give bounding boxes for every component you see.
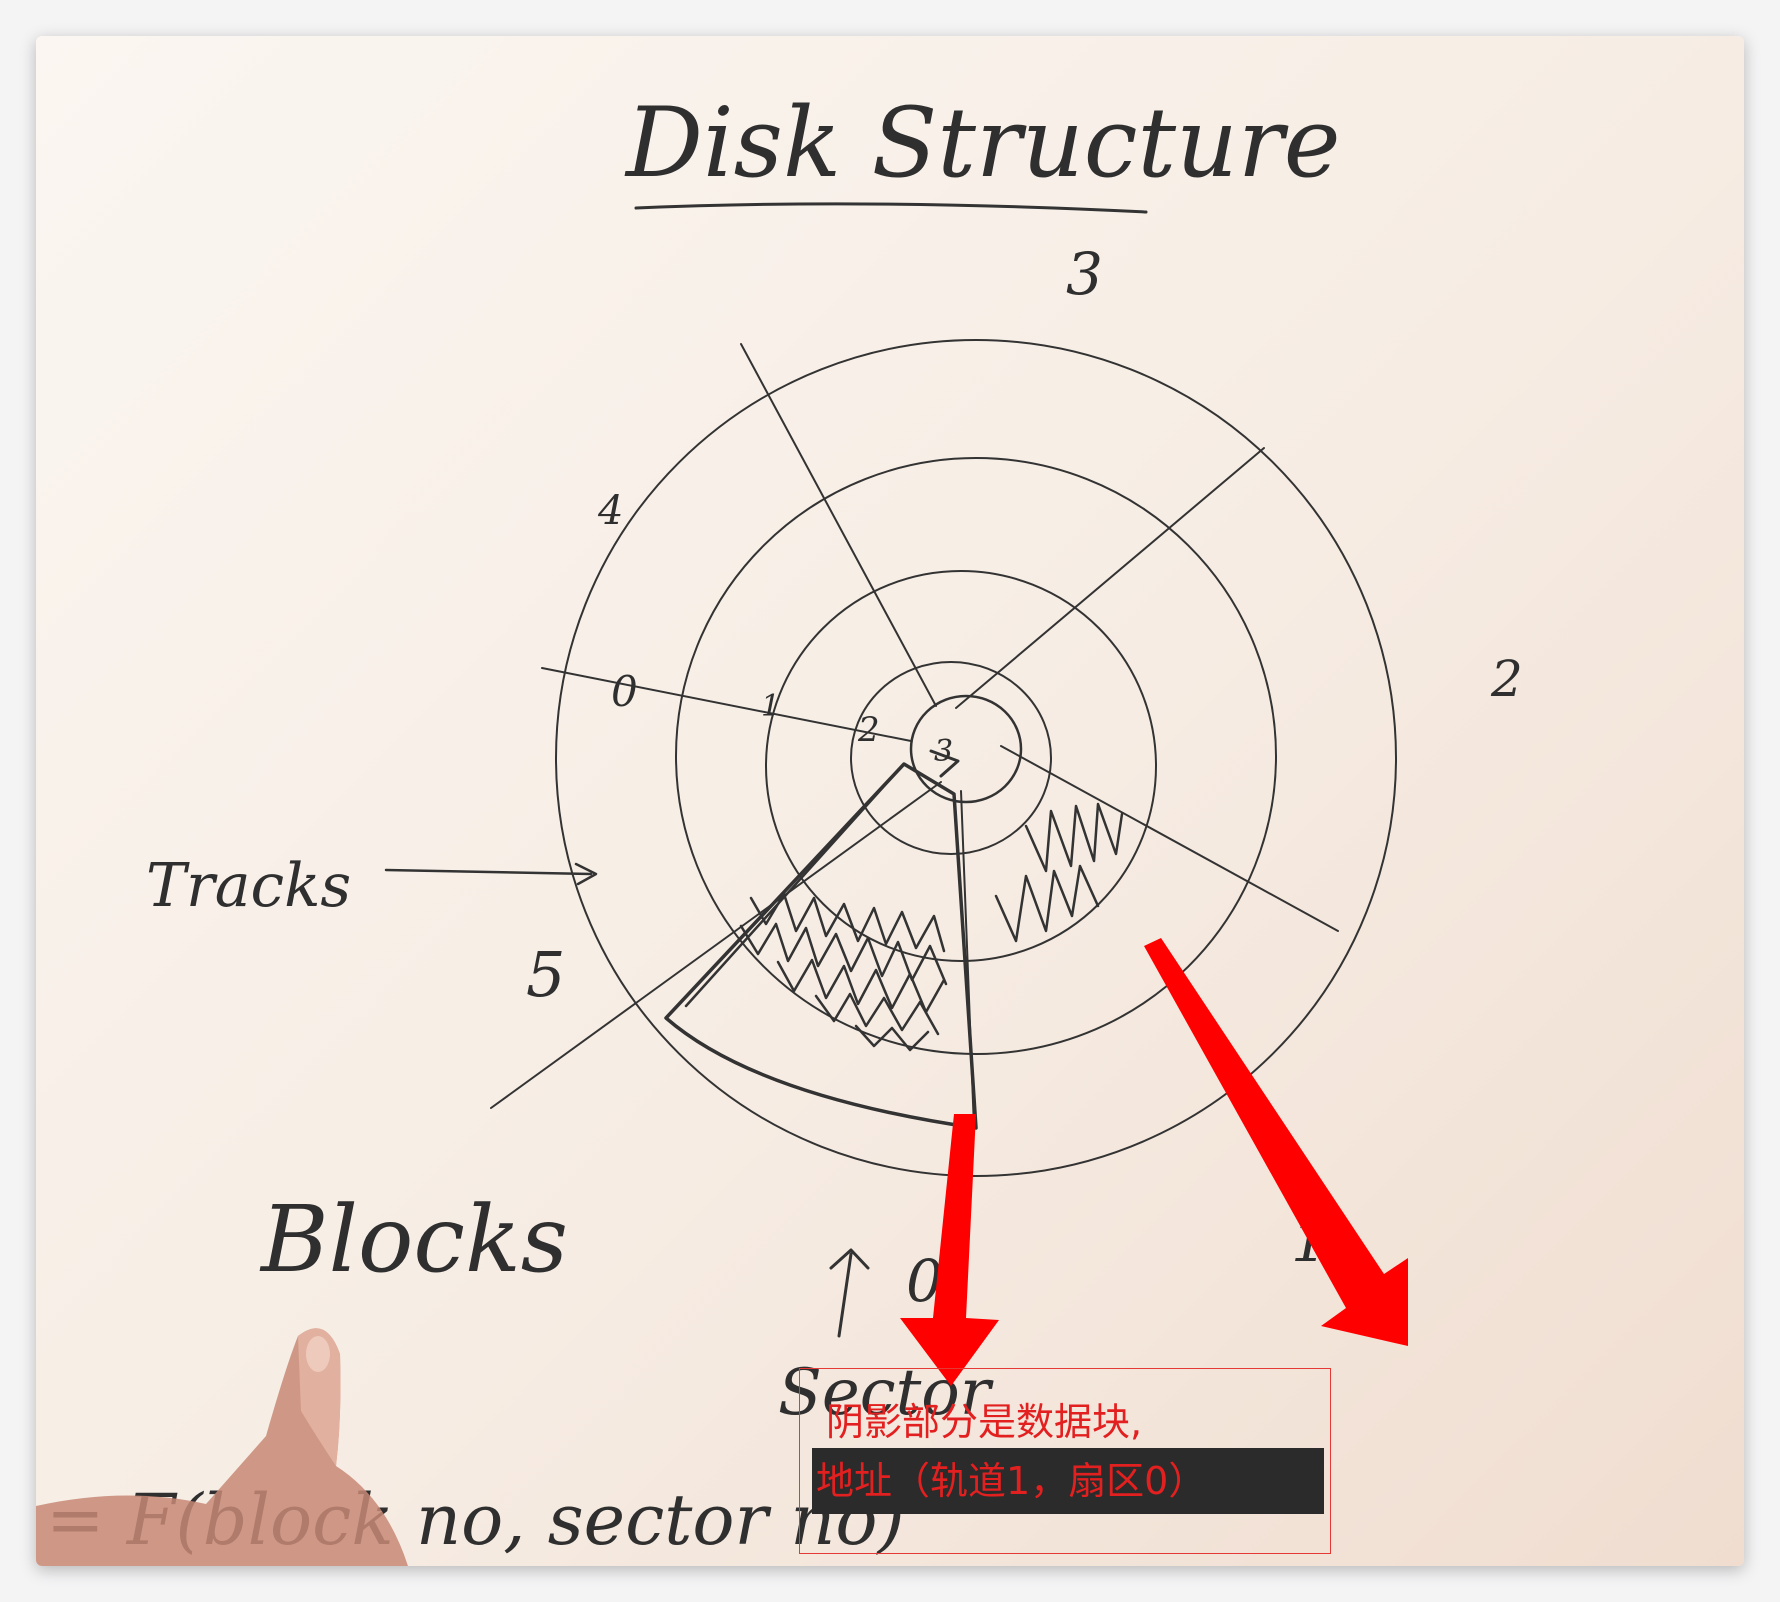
- red-arrow-diagonal-icon: [1144, 938, 1408, 1346]
- sector-line-right: [1000, 745, 1339, 932]
- track-number-labels: 0 1 2 3: [611, 667, 953, 769]
- disk-structure-drawing: Disk Structure: [36, 87, 1523, 1566]
- track-number-2: 2: [857, 710, 880, 750]
- hatched-sector-1: [994, 802, 1124, 943]
- sector-pointer-arrow: [829, 1248, 870, 1338]
- title-underline: [634, 202, 1148, 214]
- track-number-3: 3: [934, 734, 953, 769]
- track-number-0: 0: [611, 667, 638, 716]
- sector-line-upper-left: [740, 343, 937, 707]
- sector-line-left: [541, 667, 912, 742]
- hatched-data-block: [739, 892, 948, 1052]
- whiteboard-photo: Disk Structure: [36, 36, 1744, 1566]
- block-wedge-edge: [684, 762, 906, 1008]
- annotation-box: [799, 1368, 1331, 1554]
- sector-line-lower-left: [490, 781, 942, 1109]
- sector-number-3: 3: [1066, 240, 1103, 308]
- disk-platter: [555, 339, 1397, 1177]
- track-ring-3: [765, 570, 1157, 962]
- presenter-hand: [36, 1328, 408, 1566]
- inner-track-arrow: [929, 749, 960, 778]
- track-number-1: 1: [761, 689, 780, 724]
- diagram-title: Disk Structure: [624, 87, 1341, 199]
- spindle-hub: [909, 694, 1023, 804]
- tracks-arrow-head: [574, 862, 598, 886]
- sector-number-5: 5: [526, 938, 565, 1011]
- sector-number-4: 4: [597, 488, 623, 534]
- annotation-line-2: 地址（轨道1，扇区0）: [812, 1448, 1324, 1514]
- track-ring-outer: [555, 339, 1397, 1177]
- red-arrow-down-icon: [900, 1114, 999, 1386]
- sector-number-labels: 3 2 1 0 5 4: [526, 240, 1523, 1315]
- annotation-line-1: 阴影部分是数据块,: [826, 1400, 1143, 1444]
- blocks-label: Blocks: [259, 1186, 568, 1293]
- tracks-arrow-shaft: [384, 868, 593, 876]
- track-ring-inner: [850, 661, 1052, 855]
- sector-line-upper-right: [955, 447, 1265, 709]
- track-ring-2: [675, 457, 1277, 1055]
- annotation-arrows: [900, 938, 1408, 1386]
- tracks-label: Tracks: [146, 851, 351, 921]
- sector-number-2: 2: [1490, 650, 1523, 708]
